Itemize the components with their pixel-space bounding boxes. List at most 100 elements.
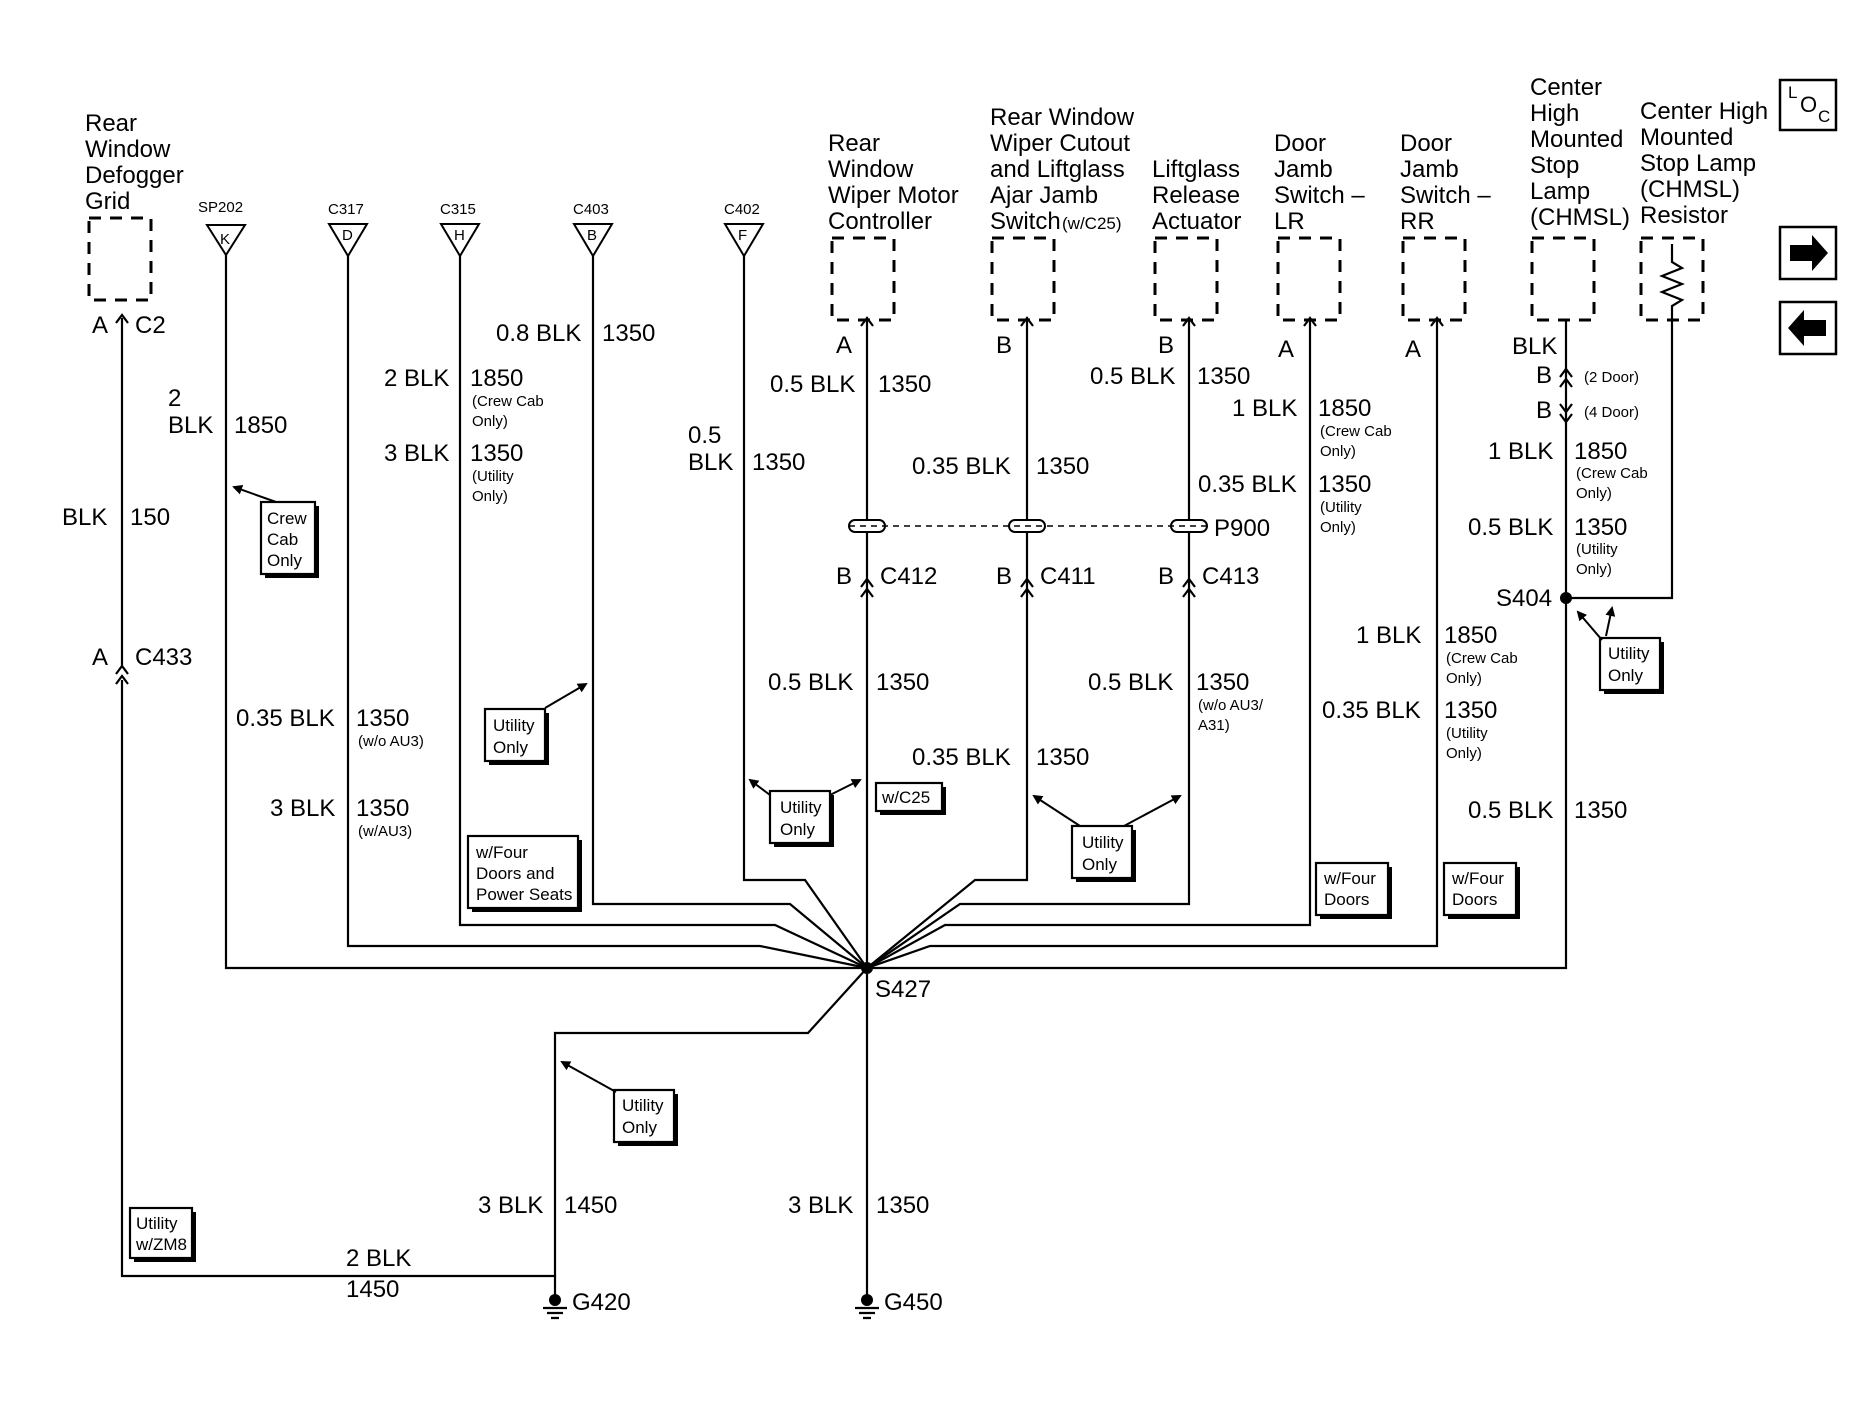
svg-text:C402: C402 <box>724 201 760 218</box>
svg-text:(w/o AU3): (w/o AU3) <box>358 733 424 750</box>
svg-text:3 BLK: 3 BLK <box>788 1192 853 1219</box>
svg-text:Controller: Controller <box>828 208 932 235</box>
svg-text:1350: 1350 <box>876 1192 929 1219</box>
svg-text:Mounted: Mounted <box>1640 124 1733 151</box>
c412-pin-label: B <box>836 563 852 590</box>
svg-text:LR: LR <box>1274 208 1305 235</box>
svg-text:Only): Only) <box>1576 485 1612 502</box>
svg-text:w/Four: w/Four <box>1451 869 1504 888</box>
svg-text:Only: Only <box>493 738 528 757</box>
note-utility-s404: Utility Only <box>1576 606 1664 694</box>
door-jamb-lr-component <box>1276 236 1342 322</box>
door-jamb-rr-component <box>1401 236 1467 322</box>
g450-label: G450 <box>884 1289 943 1316</box>
note-four-doors-power-seats: w/Four Doors and Power Seats <box>466 834 582 912</box>
wire-labels: BLK 150 2 BLK 1850 0.35 BLK 1350 (w/o AU… <box>62 320 1648 1303</box>
svg-text:Only: Only <box>780 820 815 839</box>
svg-text:and Liftglass: and Liftglass <box>990 156 1125 183</box>
svg-text:Utility: Utility <box>493 716 535 735</box>
svg-text:Only): Only) <box>1320 519 1356 536</box>
svg-text:Doors and: Doors and <box>476 864 554 883</box>
p900-connector <box>848 519 1208 533</box>
c433-pin-label: A <box>92 644 108 671</box>
cutout-pin-label: B <box>996 332 1012 359</box>
svg-text:K: K <box>220 231 230 248</box>
svg-text:Defogger: Defogger <box>85 162 184 189</box>
svg-text:Liftglass: Liftglass <box>1152 156 1240 183</box>
wiper-motor-controller-component <box>830 236 896 322</box>
svg-text:1850: 1850 <box>1444 622 1497 649</box>
wire-cutout <box>866 320 1029 969</box>
svg-text:1850: 1850 <box>1574 438 1627 465</box>
chmsl-component <box>1530 236 1596 322</box>
svg-text:(Utility: (Utility <box>472 468 514 485</box>
svg-text:(Crew Cab: (Crew Cab <box>1576 465 1648 482</box>
note-four-doors-rr: w/Four Doors <box>1442 861 1520 919</box>
wire-defogger-ground <box>120 318 557 1300</box>
svg-text:Center: Center <box>1530 74 1602 101</box>
svg-text:Only: Only <box>622 1118 657 1137</box>
svg-text:Utility: Utility <box>622 1096 664 1115</box>
svg-text:Utility: Utility <box>780 798 822 817</box>
svg-text:Wiper Cutout: Wiper Cutout <box>990 130 1130 157</box>
svg-text:Actuator: Actuator <box>1152 208 1241 235</box>
svg-text:(w/C25): (w/C25) <box>1062 214 1122 233</box>
svg-text:C403: C403 <box>573 201 609 218</box>
svg-text:BLK: BLK <box>688 449 733 476</box>
svg-text:1850: 1850 <box>470 365 523 392</box>
svg-text:2 BLK: 2 BLK <box>346 1245 411 1272</box>
p900-label: P900 <box>1214 515 1270 542</box>
c411-label: C411 <box>1040 563 1096 590</box>
svg-text:Switch: Switch <box>990 208 1061 235</box>
svg-text:Only): Only) <box>1446 745 1482 762</box>
note-utility-c402: Utility Only <box>748 778 862 847</box>
note-w-c25: w/C25 <box>874 781 946 815</box>
svg-text:0.35 BLK: 0.35 BLK <box>1322 697 1421 724</box>
svg-text:1350: 1350 <box>1444 697 1497 724</box>
chmsl-4door-label: (4 Door) <box>1584 404 1639 421</box>
g420-ground-icon <box>543 1294 567 1320</box>
svg-text:A31): A31) <box>1198 717 1230 734</box>
wire-s427-g420 <box>553 967 868 1276</box>
liftglass-pin-label: B <box>1158 332 1174 359</box>
note-four-doors-lr: w/Four Doors <box>1314 861 1392 919</box>
svg-text:B: B <box>587 227 597 244</box>
s427-splice <box>861 962 873 974</box>
svg-text:1350: 1350 <box>752 449 805 476</box>
svg-text:(w/AU3): (w/AU3) <box>358 823 412 840</box>
svg-text:Jamb: Jamb <box>1400 156 1459 183</box>
svg-text:1350: 1350 <box>602 320 655 347</box>
svg-text:(Crew Cab: (Crew Cab <box>1320 423 1392 440</box>
next-page-button[interactable] <box>1778 225 1838 281</box>
svg-text:(w/o AU3/: (w/o AU3/ <box>1198 697 1264 714</box>
loc-letter-c: C <box>1818 107 1830 126</box>
wiper-motor-title: Rear Window Wiper Motor Controller <box>828 130 959 235</box>
c2-label: C2 <box>135 312 166 339</box>
left-arrow-icon <box>1788 310 1826 346</box>
svg-text:1350: 1350 <box>356 795 409 822</box>
svg-text:0.5 BLK: 0.5 BLK <box>1090 363 1175 390</box>
svg-text:0.5 BLK: 0.5 BLK <box>1468 797 1553 824</box>
svg-text:Doors: Doors <box>1452 890 1497 909</box>
svg-text:H: H <box>454 227 465 244</box>
note-utility-g420: Utility Only <box>560 1061 678 1146</box>
svg-text:RR: RR <box>1400 208 1435 235</box>
svg-text:(Utility: (Utility <box>1446 725 1488 742</box>
svg-text:BLK: BLK <box>62 504 107 531</box>
svg-text:1450: 1450 <box>564 1192 617 1219</box>
svg-text:1350: 1350 <box>1196 669 1249 696</box>
svg-text:w/Four: w/Four <box>475 843 528 862</box>
svg-text:1350: 1350 <box>1036 744 1089 771</box>
svg-text:Rear Window: Rear Window <box>990 104 1135 131</box>
wire-chmsl-resistor <box>1566 320 1674 600</box>
svg-text:0.35 BLK: 0.35 BLK <box>1198 471 1297 498</box>
svg-text:0.5 BLK: 0.5 BLK <box>768 669 853 696</box>
defogger-grid-component <box>87 216 153 302</box>
svg-text:1 BLK: 1 BLK <box>1356 622 1421 649</box>
loc-button[interactable]: L O C <box>1778 78 1838 132</box>
prev-page-button[interactable] <box>1778 300 1838 356</box>
svg-text:w/C25: w/C25 <box>881 788 930 807</box>
svg-text:1350: 1350 <box>1036 453 1089 480</box>
svg-text:1350: 1350 <box>1574 514 1627 541</box>
